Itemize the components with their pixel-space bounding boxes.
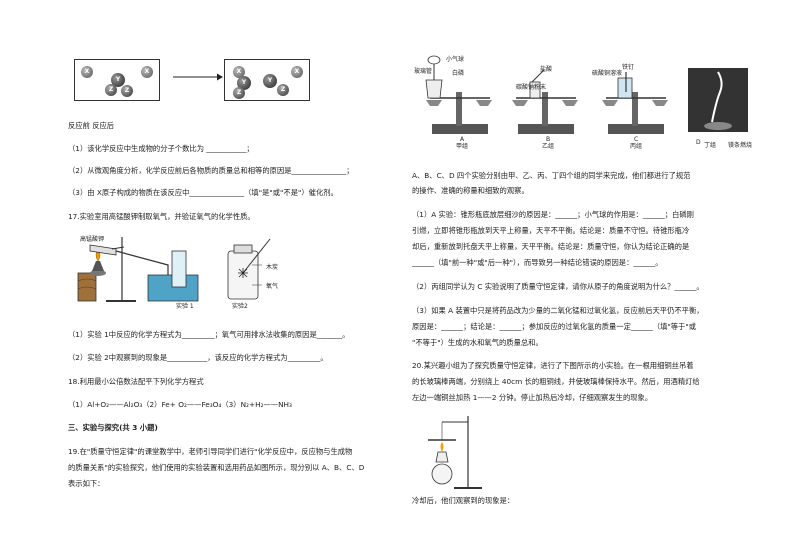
question-19-line2: 的质量关系"的实验探究，他们使用的实验装置和选用药品如图所示，现分别以 A、B、… xyxy=(68,463,365,472)
question-19-line1: 19.在"质量守恒定律"的课堂教学中，老师引导同学们进行"化学反应中，反应物与生… xyxy=(68,447,353,456)
label-charcoal: 木炭 xyxy=(266,264,279,271)
part2: （2）丙组同学认为 C 实验说明了质量守恒定律，请你从原子的角度说明为什么？__… xyxy=(412,282,704,291)
part1-line1: （1）A 实验：锥形瓶底放层细沙的原因是：______；小气球的作用是：____… xyxy=(412,210,694,219)
label-kmno4: 高锰酸钾 xyxy=(80,236,105,243)
label-phosphorus: 白磷 xyxy=(452,70,465,77)
part1-line2: 引燃，立即将锥形瓶放到天平上称量，天平不平衡。结论是：质量不守恒。待锥形瓶冷 xyxy=(412,226,690,235)
atom-y: Y xyxy=(237,76,251,90)
figure-19-apparatus xyxy=(425,55,748,134)
label-oxygen: 氧气 xyxy=(266,283,279,290)
atom-z: Z xyxy=(121,85,133,97)
question-16-1: （1）该化学反应中生成物的分子个数比为 ___________； xyxy=(68,144,254,153)
magnesium-d xyxy=(688,68,748,132)
atom-x: X xyxy=(233,66,245,78)
reaction-caption: 反应前 反应后 xyxy=(68,121,115,130)
label-na2co3: 碳酸钠粉末 xyxy=(516,84,547,91)
question-18-equations: （1）Al+O₂——Al₂O₃（2）Fe+ O₂——Fe₃O₄（3）N₂+H₂—… xyxy=(68,400,292,409)
atom-y: Y xyxy=(263,74,277,88)
caption-b: B xyxy=(546,136,551,143)
atom-z: Z xyxy=(277,84,289,96)
question-16-3: （3）由 X原子构成的物质在该反应中_______________（填"是"或"… xyxy=(68,188,338,197)
label-iron-nail: 铁钉 xyxy=(622,64,635,71)
balance-c xyxy=(602,72,668,134)
intro-line1: A、B、C、D 四个实验分别由甲、乙、丙、丁四个组的同学来完成，他们都进行了规范 xyxy=(412,171,691,180)
atom-x: X xyxy=(81,66,93,78)
caption-c-group: 丙组 xyxy=(630,143,643,150)
label-cuso4: 硫酸铜溶液 xyxy=(592,70,623,77)
caption-d-group: 丁组 xyxy=(704,142,717,149)
reaction-arrow xyxy=(173,73,223,81)
part3-line2: 原因是：______；结论是：______；参加反应的过氧化氢的质量一定____… xyxy=(412,322,696,331)
part3-line1: （3）如果 A 装置中只是将药品改为少量的二氧化锰和过氧化氢，反应前后天平仍不平… xyxy=(412,306,704,315)
question-17: 17.实验室用高锰酸钾制取氧气，并验证氧气的化学性质。 xyxy=(68,212,255,221)
caption-b-group: 乙组 xyxy=(542,143,555,150)
before-reaction-box: X Y Z Z X xyxy=(74,59,160,101)
question-17-1: （1）实验 1中反应的化学方程式为_________；氧气可用排水法收集的原因是… xyxy=(68,330,350,339)
label-glass-tube: 玻璃管 xyxy=(414,68,433,75)
after-reaction-box: X Y Z Y Z X xyxy=(224,59,310,101)
intro-line2: 的操作、准确的称量和细致的观察。 xyxy=(412,186,529,195)
label-balloon: 小气球 xyxy=(446,56,465,63)
section-3-heading: 三、实验与探究(共 3 小题) xyxy=(68,423,158,432)
question-20-line3: 左边一端铜丝加热 1——2 分钟。停止加热后冷却，仔细观察发生的现象。 xyxy=(412,393,653,402)
atom-x: X xyxy=(291,66,303,78)
atom-z: Z xyxy=(105,84,117,96)
caption-a: A xyxy=(460,136,465,143)
part3-line3: "不等于"）生成的水和氧气的质量总和。 xyxy=(412,338,543,347)
caption-exp2: 实验2 xyxy=(232,303,248,310)
question-20-line2: 的长玻璃棒两端，分别绕上 40cm 长的粗铜线，并使玻璃棒保持水平。然后，用酒精… xyxy=(412,377,700,386)
label-mg-burning: 镁条燃烧 xyxy=(728,142,753,149)
question-18: 18.利用最小公倍数法配平下列化学方程式 xyxy=(68,377,204,386)
caption-exp1: 实验 1 xyxy=(176,303,194,310)
part1-line4: ______（填"前一种"或"后一种"），而导致另一种结论错误的原因是：____… xyxy=(412,258,663,267)
question-20-end: 冷却后，他们观察到的现象是： xyxy=(412,496,515,505)
question-20-line1: 20.某兴趣小组为了探究质量守恒定律，进行了下图所示的小实验。在一根用细铜丝吊着 xyxy=(412,361,694,370)
part1-line3: 却后，重新放到托盘天平上称量，天平平衡。结论是：质量守恒，你认为结论正确的是 xyxy=(412,242,690,251)
question-17-2: （2）实验 2中观察到的现象是___________，该反应的化学方程式为___… xyxy=(68,353,328,362)
question-16-2: （2）从微观角度分析，化学反应前后各物质的质量总和相等的原因是_________… xyxy=(68,166,354,175)
atom-z: Z xyxy=(233,87,245,99)
balance-b xyxy=(512,69,578,134)
balance-a xyxy=(425,55,492,134)
label-hcl: 盐酸 xyxy=(540,66,553,73)
caption-d: D xyxy=(696,139,701,146)
caption-c: C xyxy=(634,136,639,143)
atom-x: X xyxy=(141,66,153,78)
atom-y: Y xyxy=(111,73,125,87)
figure-20-apparatus xyxy=(428,416,482,489)
caption-a-group: 甲组 xyxy=(456,143,469,150)
question-19-line3: 表示如下： xyxy=(68,479,105,488)
figure-17-apparatus xyxy=(77,237,271,302)
